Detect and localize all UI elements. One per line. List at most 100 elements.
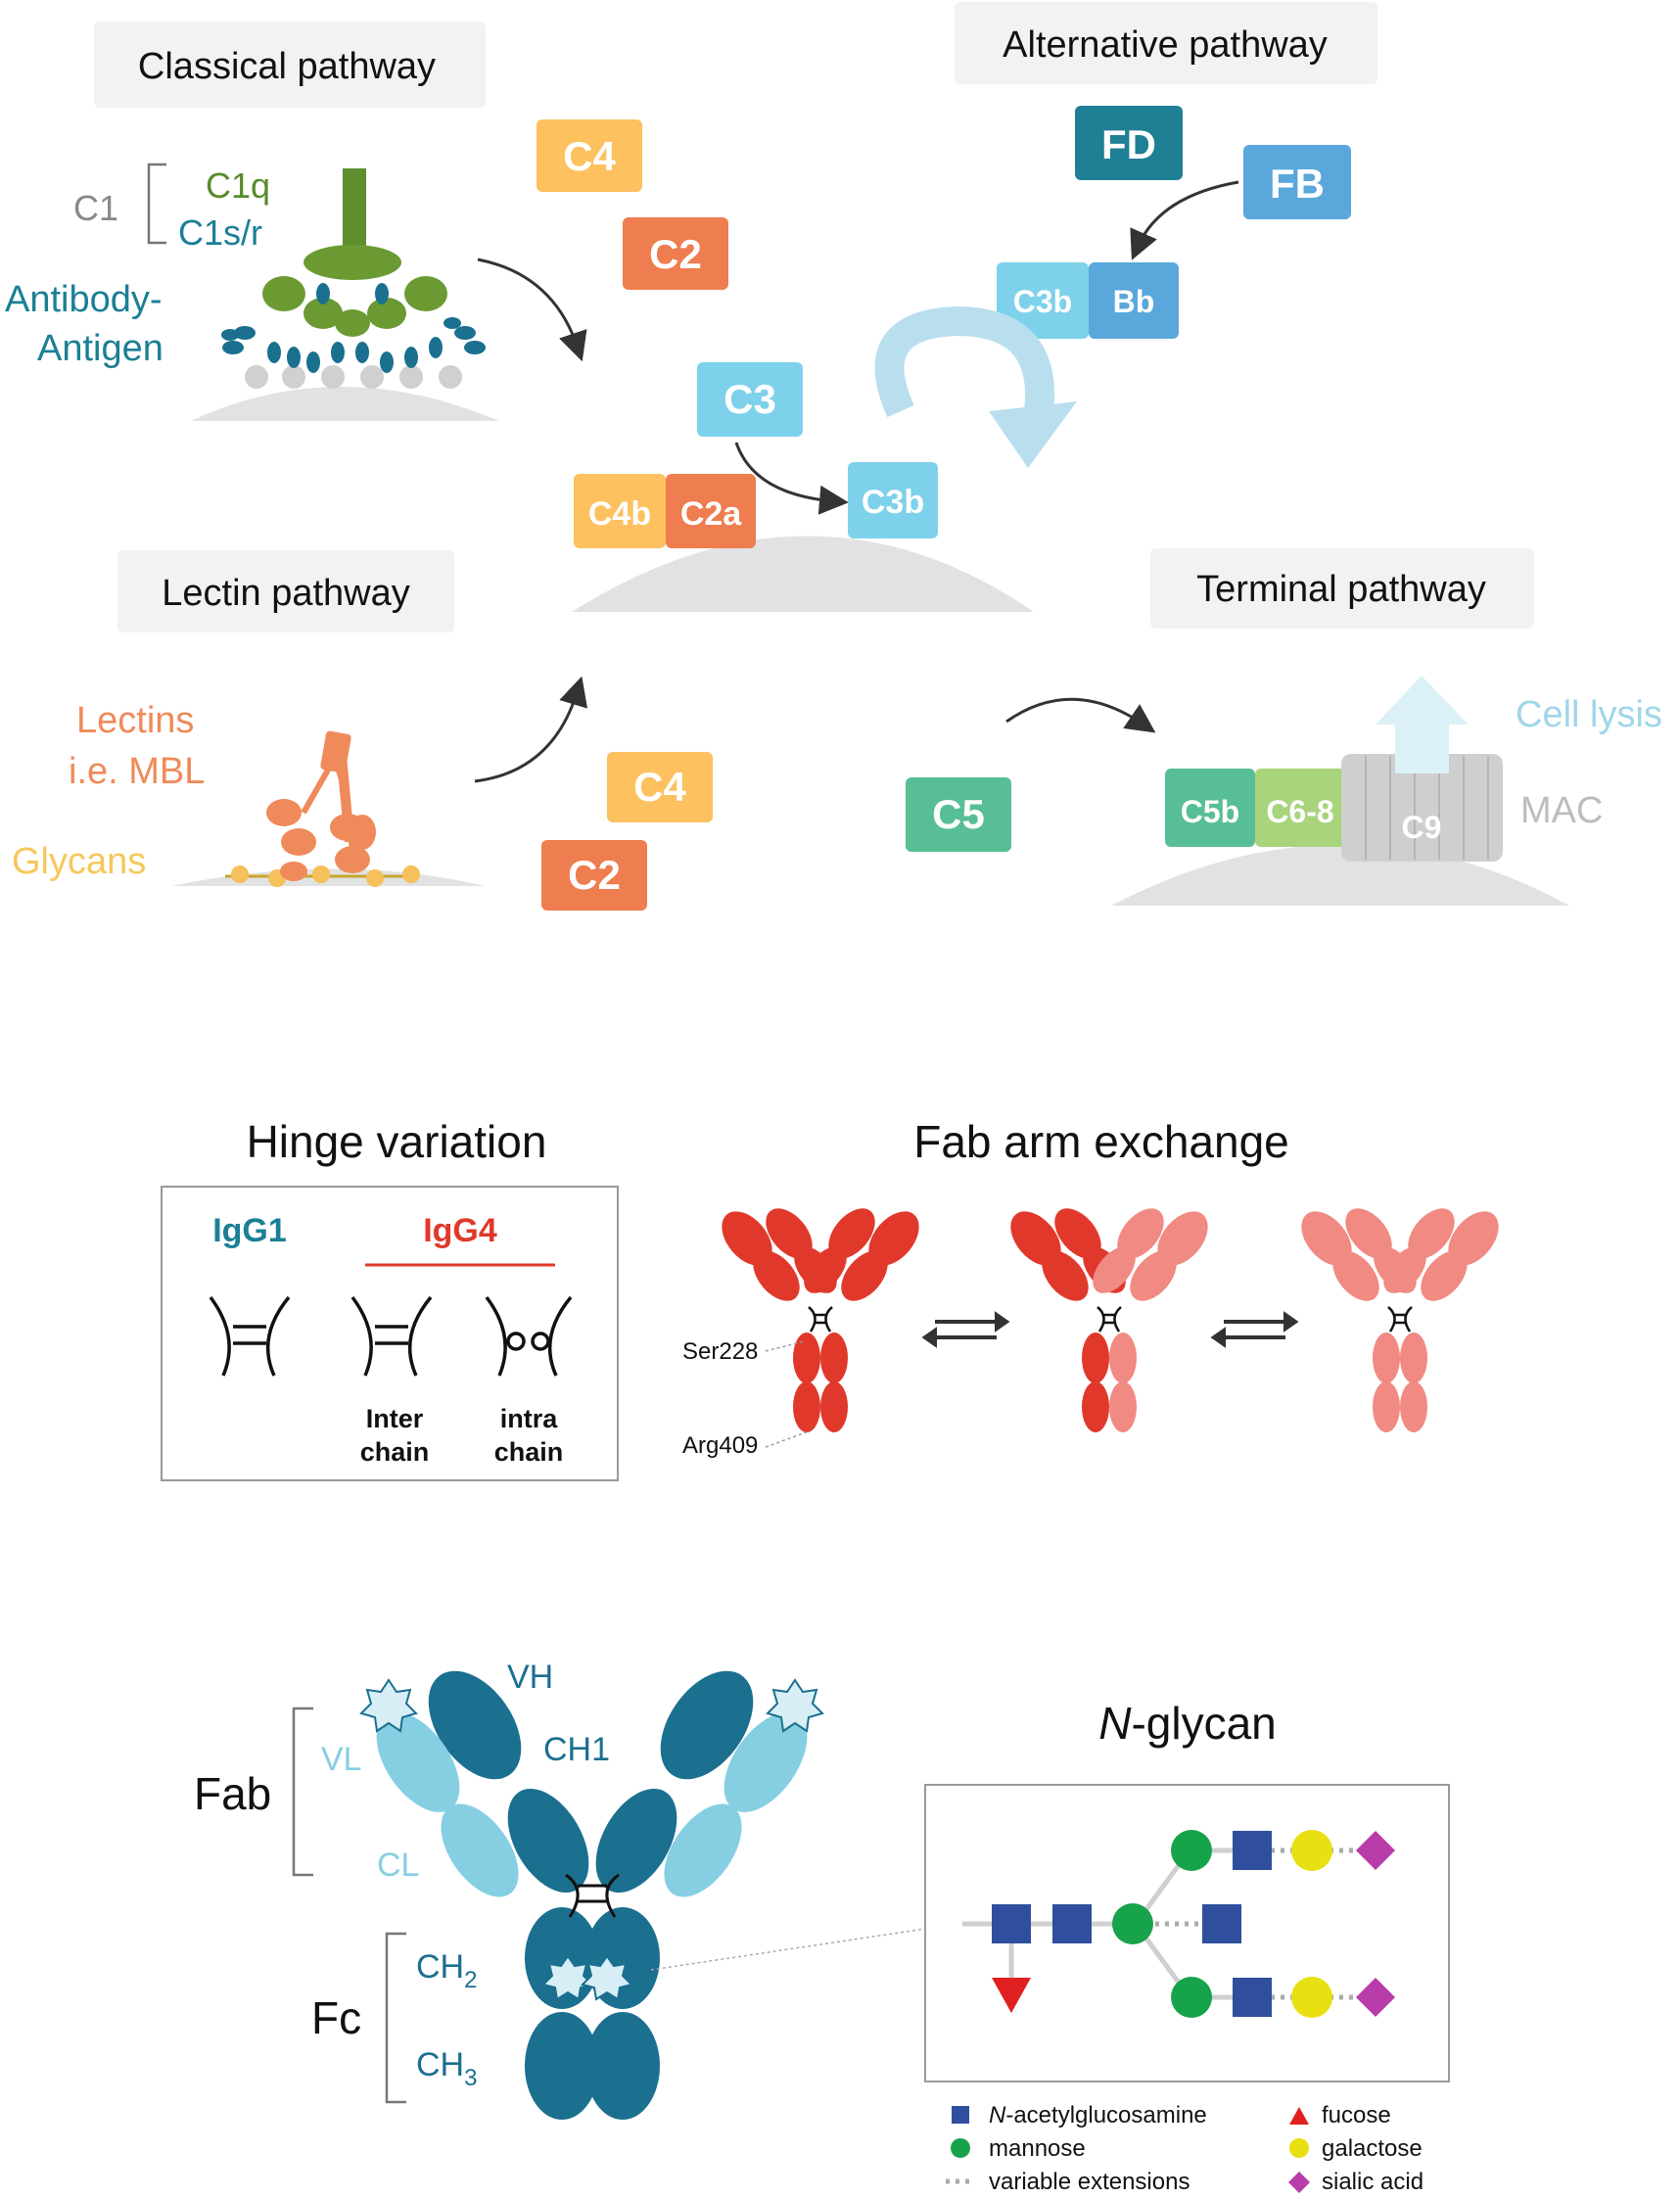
legend-item-sialic-acid: sialic acid	[1288, 2169, 1423, 2195]
inter-label-2: chain	[360, 1437, 430, 1467]
svg-text:C2: C2	[568, 852, 621, 898]
c3b-bb-complex: C3b Bb	[997, 262, 1179, 339]
hinge-variation-title: Hinge variation	[247, 1116, 547, 1167]
svg-text:C5: C5	[932, 791, 985, 837]
c3-box: C3	[697, 362, 803, 437]
vh-label: VH	[507, 1659, 553, 1696]
cl-label: CL	[377, 1847, 419, 1884]
ser228-leader	[765, 1340, 806, 1352]
c4-box-bottom: C4	[607, 752, 713, 822]
legend-item-glcnac: N-acetylglucosamine	[952, 2102, 1207, 2128]
ser228-label: Ser228	[682, 1338, 758, 1365]
exchange-arrows-2	[1210, 1311, 1299, 1348]
ch3-label: CH3	[416, 2046, 477, 2091]
svg-text:galactose: galactose	[1322, 2135, 1423, 2162]
antibody-hybrid	[1010, 1208, 1208, 1432]
arg409-label: Arg409	[682, 1432, 758, 1459]
exchange-arrows-1	[921, 1311, 1010, 1348]
fb-arrow	[1130, 180, 1239, 260]
c1q-label: C1q	[206, 165, 270, 206]
intra-label-2: chain	[494, 1437, 564, 1467]
inter-label-1: Inter	[366, 1404, 424, 1433]
alternative-pathway-title: Alternative pathway	[955, 2, 1377, 84]
terminal-arrow	[1005, 697, 1156, 733]
svg-text:Bb: Bb	[1113, 284, 1155, 319]
svg-text:C6-8: C6-8	[1266, 794, 1333, 829]
c5-box: C5	[906, 777, 1011, 852]
svg-text:mannose: mannose	[989, 2135, 1086, 2162]
svg-text:FD: FD	[1101, 121, 1156, 167]
intra-label-1: intra	[500, 1404, 558, 1433]
svg-text:C5b: C5b	[1181, 794, 1239, 829]
antibody-pink	[1301, 1208, 1499, 1432]
igg-structure-illustration	[359, 1670, 824, 2120]
svg-text:C9: C9	[1402, 810, 1442, 845]
mac-label: MAC	[1520, 790, 1603, 831]
glycan-legend: N-acetylglucosamine mannose variable ext…	[946, 2102, 1423, 2195]
igg4-label: IgG4	[423, 1212, 497, 1249]
nglycan-structure	[962, 1830, 1395, 2018]
classical-arrow	[477, 257, 587, 362]
nglycan-title: N-glycan	[1098, 1698, 1277, 1749]
c1-label: C1	[73, 188, 118, 228]
svg-text:C2a: C2a	[680, 495, 742, 533]
glycans-label: Glycans	[12, 841, 146, 882]
terminal-pathway-title: Terminal pathway	[1150, 548, 1534, 629]
classical-pathway-title: Classical pathway	[94, 22, 486, 108]
svg-text:C2: C2	[649, 231, 702, 277]
igg1-hinge-icon	[209, 1295, 291, 1377]
c4-box-top: C4	[537, 119, 642, 192]
svg-text:sialic acid: sialic acid	[1322, 2169, 1423, 2195]
legend-item-variable-extensions: variable extensions	[946, 2169, 1190, 2195]
igg1-label: IgG1	[212, 1212, 287, 1249]
amplification-loop-arrow	[874, 305, 1077, 468]
vl-label: VL	[321, 1741, 362, 1778]
antigen-label: Antigen	[37, 328, 163, 369]
svg-text:N-acetylglucosamine: N-acetylglucosamine	[989, 2102, 1207, 2128]
svg-text:C4: C4	[563, 133, 616, 179]
antibody-label: Antibody-	[5, 279, 163, 320]
igg4-inter-chain-icon	[350, 1295, 433, 1377]
fc-label: Fc	[311, 1992, 361, 2043]
svg-text:variable extensions: variable extensions	[989, 2169, 1190, 2195]
svg-text:C3: C3	[723, 376, 776, 422]
c2-box-bottom: C2	[541, 840, 647, 911]
svg-text:Lectin pathway: Lectin pathway	[162, 573, 410, 614]
ch2-label: CH2	[416, 1948, 477, 1993]
fd-box: FD	[1075, 106, 1183, 180]
nglycan-leader	[650, 1928, 926, 1971]
mbl-illustration	[171, 730, 485, 887]
svg-text:Alternative pathway: Alternative pathway	[1003, 24, 1328, 66]
svg-text:Terminal pathway: Terminal pathway	[1196, 569, 1486, 610]
svg-text:C4b: C4b	[588, 495, 651, 533]
c1sr-label: C1s/r	[178, 212, 262, 253]
fab-bracket	[292, 1707, 313, 1877]
fab-label: Fab	[194, 1768, 271, 1819]
igg4-intra-chain-icon	[485, 1295, 573, 1377]
svg-text:fucose: fucose	[1322, 2102, 1391, 2128]
svg-text:FB: FB	[1270, 161, 1325, 207]
svg-text:C3b: C3b	[1013, 284, 1072, 319]
fc-bracket	[385, 1932, 406, 2104]
svg-text:C4: C4	[633, 764, 686, 810]
c3-arrow	[734, 442, 849, 515]
legend-item-galactose: galactose	[1289, 2135, 1423, 2162]
svg-text:C3b: C3b	[862, 484, 924, 521]
legend-item-mannose: mannose	[951, 2135, 1086, 2162]
mbl-label: i.e. MBL	[69, 751, 205, 792]
c3-convertase-surface: C4b C2a C3b	[572, 462, 1034, 612]
arg409-leader	[765, 1430, 810, 1448]
ch1-label: CH1	[543, 1731, 610, 1768]
lectins-label: Lectins	[76, 700, 194, 741]
fab-arm-exchange-title: Fab arm exchange	[913, 1116, 1289, 1167]
antibody-red	[722, 1208, 919, 1432]
legend-item-fucose: fucose	[1289, 2102, 1391, 2128]
fb-box: FB	[1243, 145, 1351, 219]
lectin-arrow	[474, 676, 588, 783]
lectin-pathway-title: Lectin pathway	[117, 550, 454, 632]
c2-box-top: C2	[623, 217, 728, 290]
mac-illustration: C5b C6-8 C9	[1111, 676, 1569, 906]
cell-lysis-label: Cell lysis	[1516, 694, 1662, 735]
svg-text:Classical pathway: Classical pathway	[138, 46, 436, 87]
